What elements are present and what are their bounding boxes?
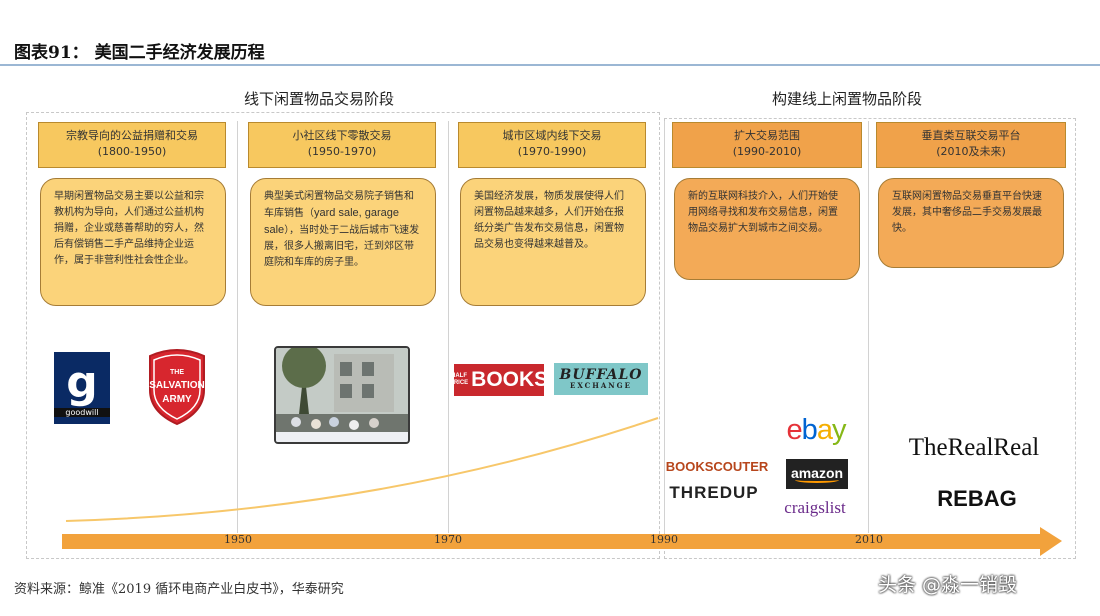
stage-header-4: 扩大交易范围 (1990-2010) <box>672 122 862 168</box>
stage-title: 垂直类互联交易平台 <box>921 129 1021 142</box>
bookscouter-logo: BOOKSCOUTER <box>666 455 769 477</box>
goodwill-text: goodwill <box>54 407 110 417</box>
salvation-army-text-3: ARMY <box>162 394 192 405</box>
stage-period: (1970-1990) <box>517 145 587 158</box>
stage-period: (1950-1970) <box>307 145 377 158</box>
stage-header-5: 垂直类互联交易平台 (2010及未来) <box>876 122 1066 168</box>
description-text: 典型美式闲置物品交易院子销售和车库销售（ <box>264 191 414 219</box>
year-label-1970: 1970 <box>434 533 462 546</box>
rebag-text: REBAG <box>937 486 1017 511</box>
year-label-1990: 1990 <box>650 533 678 546</box>
craigslist-logo: craigslist <box>778 496 852 520</box>
source-note: 资料来源：鲸准《2019 循环电商产业白皮书》，华泰研究 <box>14 582 344 597</box>
year-label-2010: 2010 <box>855 533 883 546</box>
description-text: ），当时处于二战后城市飞速发展，很多人搬离旧宅，迁到郊区带庭院和车库的房子里。 <box>264 225 420 268</box>
salvation-army-logo: THE SALVATION ARMY <box>142 346 212 426</box>
stage-description-5: 互联网闲置物品交易垂直平台快速发展，其中奢侈品二手交易发展最快。 <box>878 178 1064 268</box>
amazon-smile-icon <box>795 477 839 483</box>
ebay-letter: y <box>831 413 846 446</box>
half-price-books-text: BOOKS <box>471 368 549 391</box>
goodwill-logo: g goodwill <box>54 352 110 424</box>
stage-period: (1990-2010) <box>732 145 802 158</box>
title-rule <box>0 64 1100 66</box>
ebay-letter: b <box>801 413 818 446</box>
stage-description-1: 早期闲置物品交易主要以公益和宗教机构为导向，人们通过公益机构捐赠，企业或慈善帮助… <box>40 178 226 306</box>
thredup-logo: THREDUP <box>669 480 757 506</box>
stage-description-2: 典型美式闲置物品交易院子销售和车库销售（yard sale, garage sa… <box>250 178 436 306</box>
timeline-bar <box>62 534 1042 549</box>
garage-sale-photo <box>274 346 410 444</box>
craigslist-text: craigslist <box>784 498 846 517</box>
bookscouter-text: BOOKSCOUTER <box>665 458 769 474</box>
stage-header-1: 宗教导向的公益捐赠和交易 (1800-1950) <box>38 122 226 168</box>
therealreal-text: TheRealReal <box>908 434 1040 461</box>
phase-box-offline <box>26 112 660 559</box>
amazon-logo: amazon <box>786 459 848 489</box>
ebay-letter: e <box>786 413 803 446</box>
buffalo-exchange-sub: EXCHANGE <box>570 381 632 390</box>
goodwill-glyph: g <box>66 356 98 408</box>
salvation-army-shield-icon: THE SALVATION ARMY <box>149 349 205 426</box>
rebag-logo: REBAG <box>937 484 1016 514</box>
phase-label-offline: 线下闲置物品交易阶段 <box>244 90 395 108</box>
phase-label-online: 构建线上闲置物品阶段 <box>772 90 923 108</box>
ebay-letter: a <box>816 413 833 446</box>
stage-title: 扩大交易范围 <box>734 129 800 142</box>
half-price-books-logo: HALF PRICE BOOKS <box>450 364 548 396</box>
salvation-army-text-1: THE <box>170 369 184 376</box>
buffalo-exchange-text: BUFFALO <box>559 367 643 383</box>
half-price-books-small: HALF PRICE <box>449 373 469 386</box>
stage-header-2: 小社区线下零散交易 (1950-1970) <box>248 122 436 168</box>
stage-description-4: 新的互联网科技介入，人们开始使用网络寻找和发布交易信息，闲置物品交易扩大到城市之… <box>674 178 860 280</box>
year-label-1950: 1950 <box>224 533 252 546</box>
stage-period: (2010及未来) <box>936 145 1006 158</box>
description-english: yard sale, garage sale <box>264 207 399 236</box>
growth-curve <box>65 417 659 522</box>
divider-1990 <box>664 121 665 533</box>
therealreal-logo: TheRealReal <box>906 430 1042 466</box>
garage-sale-photo-icon <box>276 348 408 442</box>
watermark: 头条 @淼一销毁 <box>878 574 1018 596</box>
thredup-text: THREDUP <box>669 483 759 502</box>
stage-header-3: 城市区域内线下交易 (1970-1990) <box>458 122 646 168</box>
divider-1970 <box>448 121 449 533</box>
buffalo-exchange-logo: BUFFALO EXCHANGE <box>554 363 648 395</box>
salvation-army-text-2: SALVATION <box>149 380 205 391</box>
stage-title: 宗教导向的公益捐赠和交易 <box>66 129 198 142</box>
stage-period: (1800-1950) <box>97 145 167 158</box>
timeline-arrowhead <box>1040 527 1062 556</box>
divider-1950 <box>237 121 238 533</box>
stage-title: 小社区线下零散交易 <box>292 129 392 142</box>
figure-title: 图表91： 美国二手经济发展历程 <box>14 43 265 63</box>
divider-2010 <box>868 121 869 533</box>
stage-description-3: 美国经济发展，物质发展使得人们闲置物品越来越多，人们开始在报纸分类广告发布交易信… <box>460 178 646 306</box>
stage-title: 城市区域内线下交易 <box>502 129 602 142</box>
